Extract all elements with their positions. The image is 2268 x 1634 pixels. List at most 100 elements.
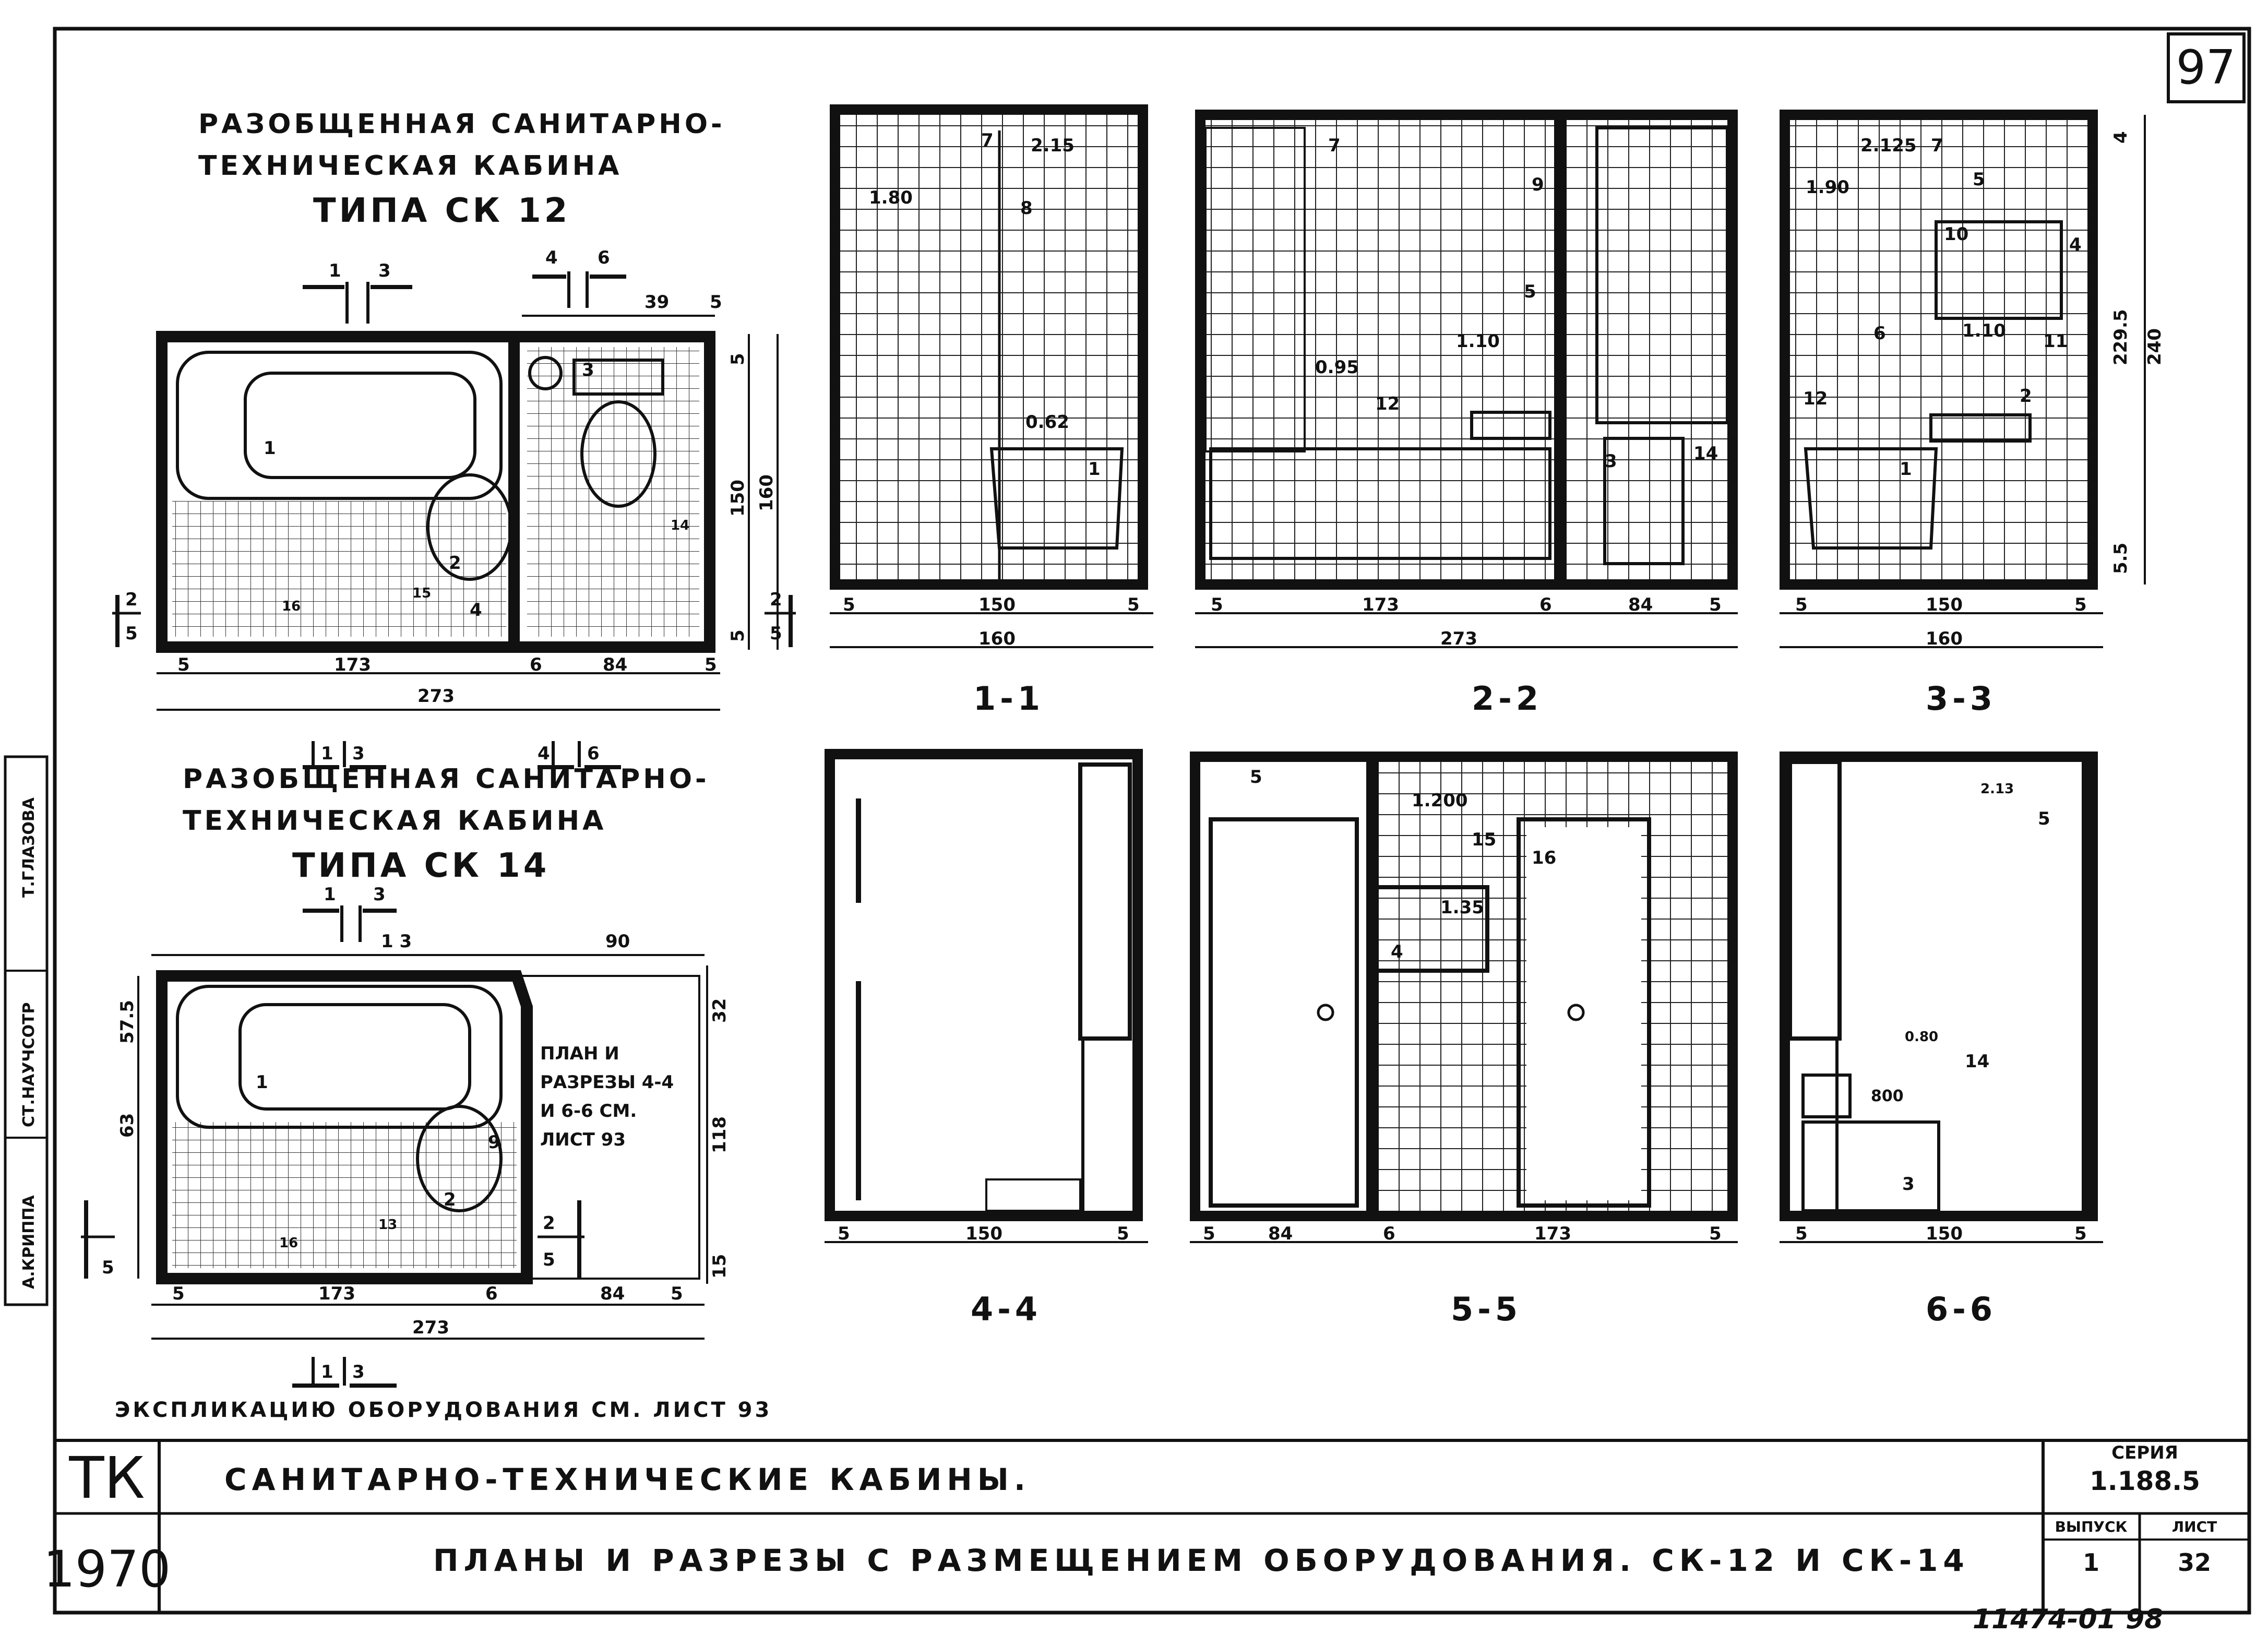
dim-label: 6 (1383, 1223, 1395, 1244)
cut-label: 5 (125, 623, 138, 644)
plan-ck14-note: ЛИСТ 93 (540, 1129, 626, 1150)
dim-label: 173 (334, 654, 371, 675)
mark-label: 1.80 (869, 187, 913, 208)
mark-label: 8 (1020, 198, 1033, 219)
dim-label: 5 (1117, 1223, 1129, 1244)
dim-label: 5 (1709, 594, 1722, 615)
dim-label: 5 (1127, 594, 1140, 615)
equipment-label: 13 (378, 1217, 397, 1233)
section-1-1-label: 1-1 (973, 679, 1044, 718)
cut-label: 3 (352, 743, 365, 764)
cut-label: 6 (587, 743, 600, 764)
mark-label: 11 (2043, 331, 2068, 352)
cut-label: 3 (352, 1362, 365, 1382)
dim-label: 5 (172, 1283, 185, 1304)
mark-label: 800 (1871, 1087, 1904, 1105)
cut-label: 3 (378, 260, 391, 281)
mark-label: 1.35 (1440, 897, 1484, 918)
mark-label: 1 (1088, 459, 1101, 480)
dim-label: 1 3 (381, 931, 412, 952)
section-1-1-bathtub (989, 447, 1124, 550)
section-1-1: 7 2.15 1.80 8 0.62 1 5 150 5 160 1-1 (830, 104, 1153, 718)
cut-label: 1 (321, 743, 333, 764)
section-6-6-toilet-tank (1801, 1074, 1852, 1118)
plan-ck12-toilet (580, 400, 656, 508)
mark-label: 5 (1524, 281, 1536, 302)
dim-label: 5 (1795, 1223, 1808, 1244)
section-2-2-toilet (1603, 437, 1685, 565)
dim-label: 84 (603, 654, 627, 675)
section-6-6-toilet (1801, 1120, 1940, 1212)
mark-label: 9 (1532, 174, 1544, 195)
dim-label: 84 (600, 1283, 625, 1304)
dim-total: 273 (1440, 628, 1477, 649)
dim-label: 32 (709, 998, 730, 1023)
mark-label: 7 (1931, 135, 1943, 156)
mark-label: 240 (2144, 328, 2165, 365)
section-3-3-bathtub (1804, 447, 1938, 550)
plan-ck14-sink (416, 1105, 503, 1212)
plan-ck14-title-1: РАЗОБЩЕННАЯ САНИТАРНО- (183, 764, 710, 795)
title-block-year: 1970 (43, 1540, 171, 1599)
section-5-5-door-left (1209, 817, 1359, 1208)
dim-label: 173 (1534, 1223, 1571, 1244)
cut-label: 2 (125, 589, 138, 610)
section-5-5-label: 5-5 (1451, 1290, 1522, 1328)
dim-label: 5 (710, 292, 722, 313)
mark-label: 1.10 (1456, 331, 1500, 352)
cut-label: 2 (770, 589, 782, 610)
plan-ck14-outline (156, 970, 533, 1284)
plan-ck14-title-3: ТИПА СК 14 (292, 846, 550, 885)
mark-label: 14 (1693, 443, 1718, 464)
dim-label: 90 (605, 931, 630, 952)
title-block: ТК 1970 САНИТАРНО-ТЕХНИЧЕСКИЕ КАБИНЫ. ПЛ… (43, 1439, 2249, 1613)
mark-label: 2 (2020, 386, 2032, 407)
dim-label: 84 (1628, 594, 1653, 615)
dim-label: 150 (1926, 594, 1963, 615)
side-stamp-role: СТ.НАУЧСОТР (20, 1002, 38, 1127)
title-block-issue-label: ВЫПУСК (2055, 1518, 2128, 1535)
mark-label: 229.5 (2110, 309, 2131, 365)
equipment-label: 14 (671, 518, 689, 533)
dim-label: 150 (727, 480, 748, 517)
cut-label: 2 (543, 1213, 555, 1234)
mark-label: 14 (1965, 1051, 1989, 1072)
mark-label: 5 (2038, 808, 2050, 829)
section-4-4-label: 4-4 (971, 1290, 1042, 1328)
dim-label: 5 (838, 1223, 850, 1244)
mark-label: 0.80 (1905, 1029, 1938, 1045)
dim-label: 160 (756, 474, 777, 511)
mark-label: 2.13 (1980, 781, 2014, 797)
dim-label: 5 (671, 1283, 683, 1304)
mark-label: 2.15 (1031, 135, 1075, 156)
plan-ck12-toilet-tank (572, 359, 664, 396)
dim-total: 273 (417, 686, 455, 707)
sheet-frame (53, 27, 2251, 1615)
dim-label: 5 (727, 353, 748, 365)
dim-label: 6 (1539, 594, 1552, 615)
mark-label: 3 (1605, 451, 1617, 472)
equipment-label: 9 (488, 1132, 500, 1153)
section-2-2-sink (1470, 411, 1551, 440)
plan-ck14: РАЗОБЩЕННАЯ САНИТАРНО- ТЕХНИЧЕСКАЯ КАБИН… (81, 764, 769, 1422)
dim-label: 5 (177, 654, 190, 675)
plan-ck12-title-1: РАЗОБЩЕННАЯ САНИТАРНО- (198, 109, 725, 140)
mark-label: 4 (2069, 234, 2082, 255)
mark-label: 6 (1873, 323, 1886, 344)
section-5-5-door-right (1517, 817, 1651, 1208)
cut-label: 6 (598, 247, 610, 268)
cut-label: 5 (770, 623, 782, 644)
dim-label: 57.5 (117, 1000, 138, 1044)
cut-label: 4 (538, 743, 550, 764)
section-2-2-label: 2-2 (1472, 679, 1543, 718)
plan-ck12-sink (426, 473, 513, 581)
dim-label: 5 (843, 594, 855, 615)
archive-stamp: 11474-01 98 (1973, 1604, 2163, 1634)
dim-total: 273 (412, 1317, 449, 1338)
title-block-issue-value: 1 (2083, 1548, 2099, 1577)
title-block-title-1: САНИТАРНО-ТЕХНИЧЕСКИЕ КАБИНЫ. (224, 1462, 1031, 1497)
equipment-label: 2 (449, 553, 461, 574)
equipment-label: 2 (444, 1189, 456, 1210)
mark-label: 4 (1391, 941, 1403, 962)
